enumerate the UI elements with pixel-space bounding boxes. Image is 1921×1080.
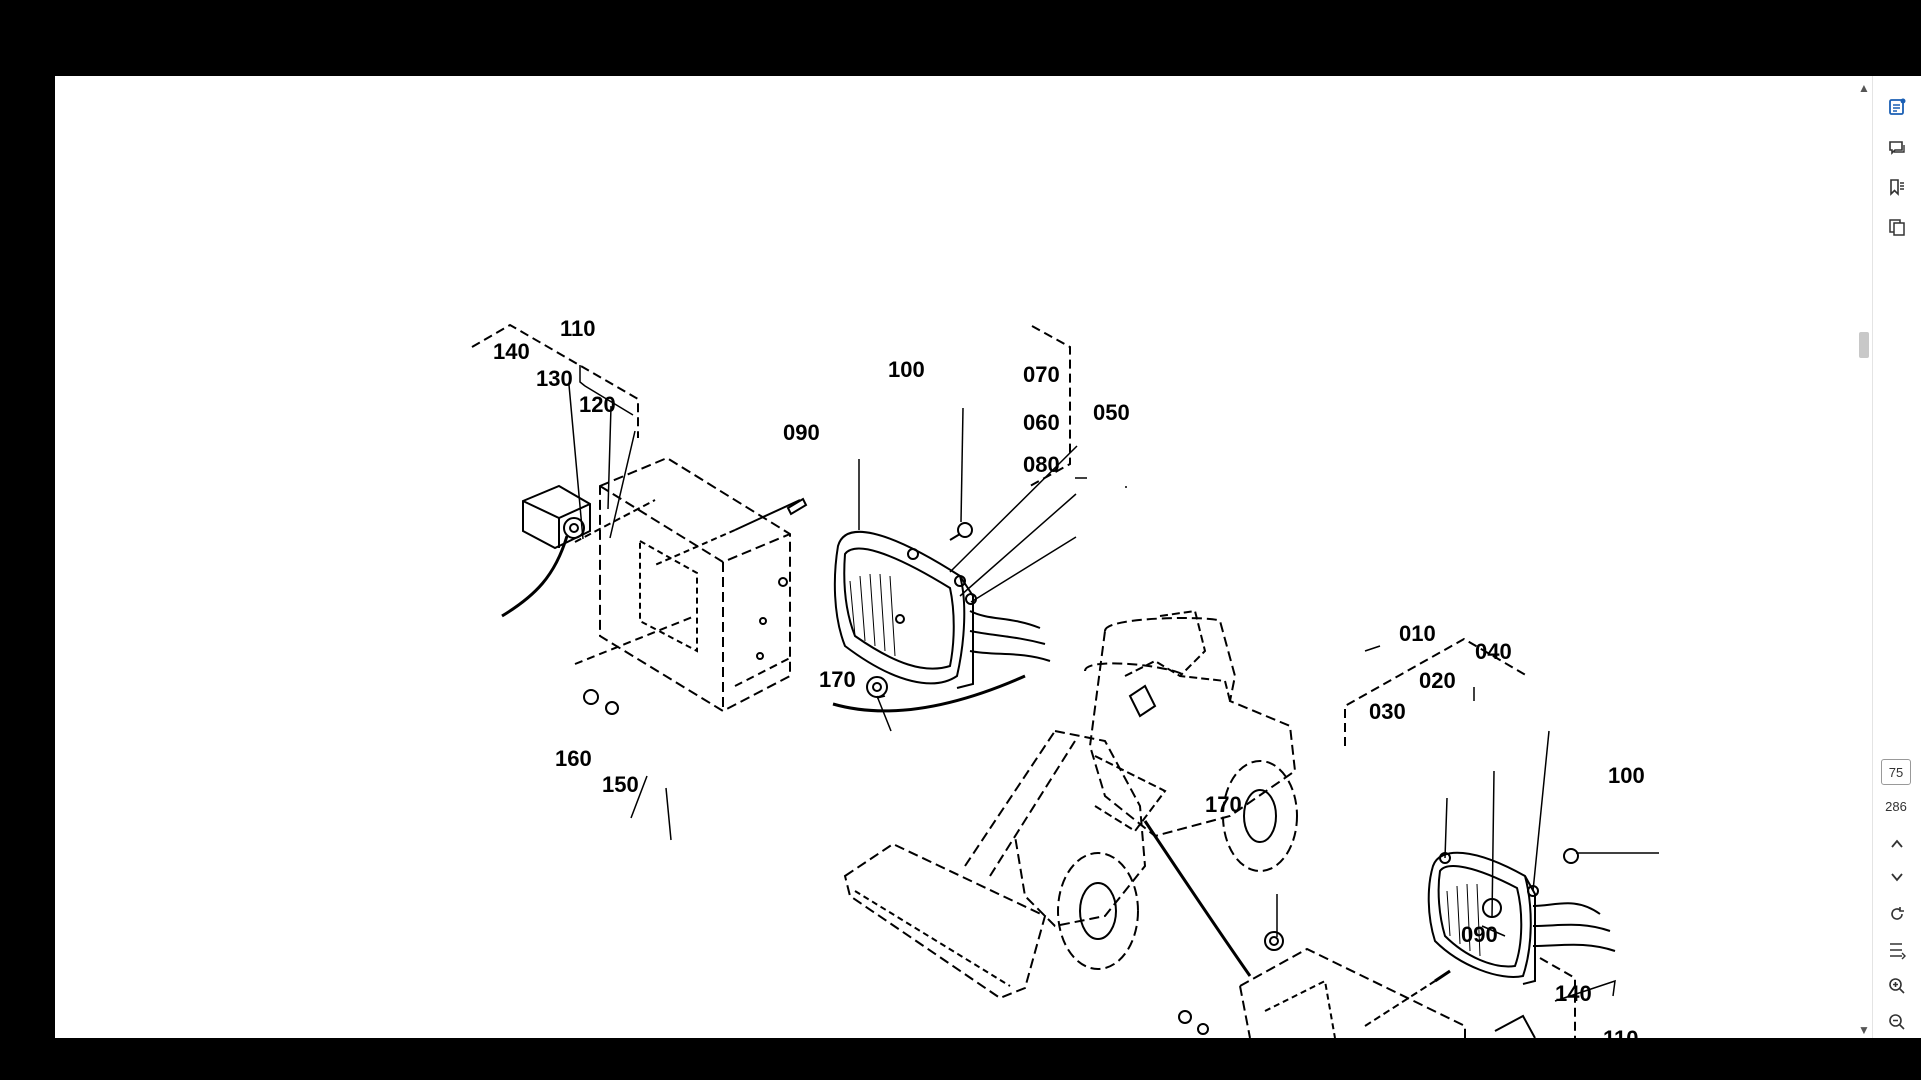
- part-label-100: 100: [888, 357, 925, 382]
- part-label-090: 090: [1461, 922, 1498, 947]
- prev-page-icon[interactable]: [1881, 828, 1913, 860]
- part-label-040: 040: [1475, 639, 1512, 664]
- fit-page-icon[interactable]: [1881, 934, 1913, 966]
- document-page[interactable]: 110 140 130 120 100 090 070 060 080 050 …: [55, 76, 1856, 1072]
- zoom-out-icon[interactable]: [1881, 1006, 1913, 1038]
- part-label-100: 100: [1608, 763, 1645, 788]
- scroll-down-arrow-icon[interactable]: ▼: [1858, 1023, 1870, 1037]
- zoom-in-icon[interactable]: [1881, 970, 1913, 1002]
- page-info-icon[interactable]: [1881, 91, 1913, 123]
- part-label-070: 070: [1023, 362, 1060, 387]
- part-label-050: 050: [1093, 400, 1130, 425]
- next-page-icon[interactable]: [1881, 861, 1913, 893]
- part-label-010: 010: [1399, 621, 1436, 646]
- parts-exploded-diagram: [471, 323, 1659, 1072]
- pages-icon[interactable]: [1881, 211, 1913, 243]
- part-label-160: 160: [555, 746, 592, 771]
- viewer-side-toolbar: [1872, 76, 1921, 1038]
- part-label-090: 090: [783, 420, 820, 445]
- scroll-thumb[interactable]: [1859, 332, 1869, 358]
- part-label-110: 110: [1603, 1026, 1639, 1051]
- rotate-icon[interactable]: [1881, 898, 1913, 930]
- part-label-060: 060: [1023, 410, 1060, 435]
- part-label-110: 110: [560, 316, 596, 341]
- vertical-scrollbar[interactable]: ▲ ▼: [1856, 76, 1872, 1038]
- part-label-150: 150: [602, 772, 639, 797]
- comments-icon[interactable]: [1881, 132, 1913, 164]
- scroll-up-arrow-icon[interactable]: ▲: [1858, 81, 1870, 95]
- part-label-140: 140: [493, 339, 530, 364]
- part-label-170: 170: [819, 667, 856, 692]
- part-label-170: 170: [1205, 792, 1242, 817]
- part-label-020: 020: [1419, 668, 1456, 693]
- part-label-030: 030: [1369, 699, 1406, 724]
- part-label-120: 120: [579, 392, 616, 417]
- bookmarks-icon[interactable]: [1881, 171, 1913, 203]
- total-pages-label: 286: [1885, 799, 1907, 814]
- part-label-130: 130: [536, 366, 573, 391]
- current-page-input[interactable]: [1881, 759, 1911, 785]
- part-label-080: 080: [1023, 452, 1060, 477]
- part-label-140: 140: [1555, 981, 1592, 1006]
